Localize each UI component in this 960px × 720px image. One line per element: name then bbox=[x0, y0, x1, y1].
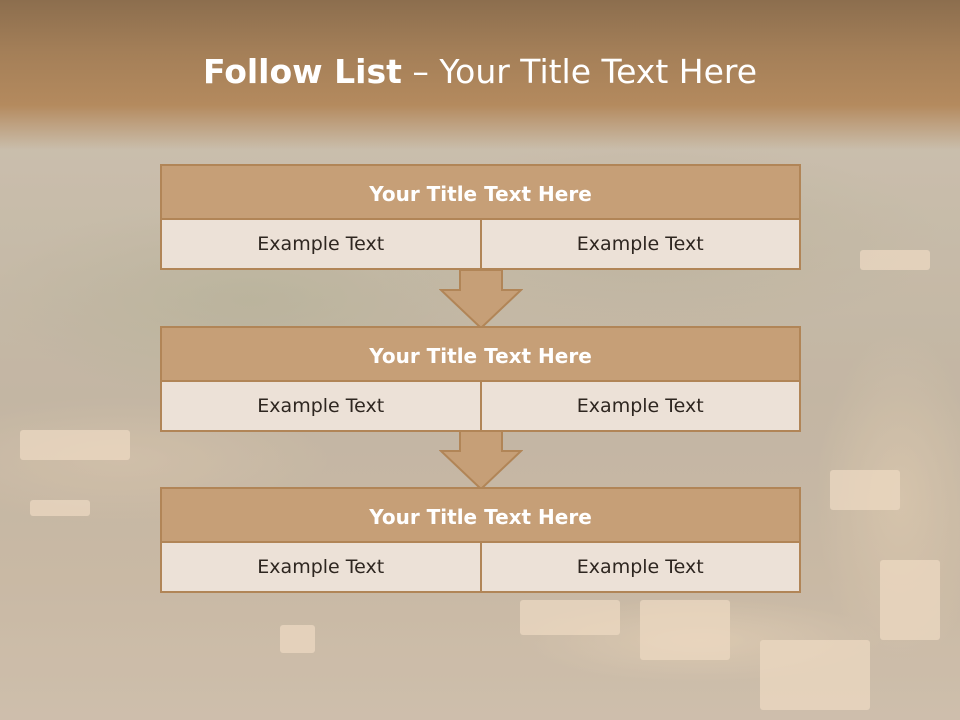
block-cell-left[interactable]: Example Text bbox=[160, 543, 482, 593]
stone-decoration bbox=[760, 640, 870, 710]
stone-decoration bbox=[830, 470, 900, 510]
block-cell-right[interactable]: Example Text bbox=[481, 220, 801, 270]
block-cell-right[interactable]: Example Text bbox=[481, 382, 801, 432]
list-block-3: Your Title Text Here Example Text Exampl… bbox=[160, 487, 801, 593]
block-cell-left[interactable]: Example Text bbox=[160, 382, 482, 432]
block-cells: Example Text Example Text bbox=[160, 382, 801, 432]
stone-decoration bbox=[280, 625, 315, 653]
down-arrow-icon bbox=[439, 431, 523, 491]
stone-decoration bbox=[20, 430, 130, 460]
slide-title-bold: Follow List bbox=[202, 52, 402, 91]
slide-title[interactable]: Follow List – Your Title Text Here bbox=[0, 52, 960, 91]
stone-decoration bbox=[640, 600, 730, 660]
stone-decoration bbox=[880, 560, 940, 640]
block-title[interactable]: Your Title Text Here bbox=[160, 487, 801, 543]
stone-decoration bbox=[860, 250, 930, 270]
block-cells: Example Text Example Text bbox=[160, 220, 801, 270]
list-block-1: Your Title Text Here Example Text Exampl… bbox=[160, 164, 801, 270]
block-cell-left[interactable]: Example Text bbox=[160, 220, 482, 270]
down-arrow-icon bbox=[439, 270, 523, 330]
block-title[interactable]: Your Title Text Here bbox=[160, 326, 801, 382]
list-block-2: Your Title Text Here Example Text Exampl… bbox=[160, 326, 801, 432]
slide-title-rest: – Your Title Text Here bbox=[401, 52, 758, 91]
stone-decoration bbox=[30, 500, 90, 516]
block-cell-right[interactable]: Example Text bbox=[481, 543, 801, 593]
block-title[interactable]: Your Title Text Here bbox=[160, 164, 801, 220]
stone-decoration bbox=[520, 600, 620, 635]
block-cells: Example Text Example Text bbox=[160, 543, 801, 593]
title-bar bbox=[0, 0, 960, 150]
